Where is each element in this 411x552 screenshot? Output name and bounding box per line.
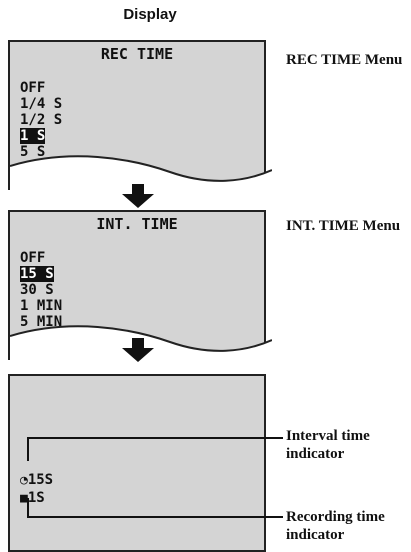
rec-time-menu-title: REC TIME [100, 45, 174, 63]
menu-item[interactable]: 1/2 S [20, 112, 63, 128]
int-time-menu-title: INT. TIME [96, 215, 178, 233]
menu-item[interactable]: 30 S [20, 282, 54, 298]
down-arrow-icon [122, 184, 154, 208]
int-time-screen: INT. TIME OFF 15 S 30 S 1 MIN 5 MIN [8, 210, 272, 360]
page-title: Display [123, 6, 177, 23]
callout-line [27, 437, 29, 461]
callout-line [27, 437, 283, 439]
menu-item[interactable]: 5 MIN [20, 314, 63, 330]
int-time-menu-list: OFF 15 S 30 S 1 MIN 5 MIN [20, 250, 62, 330]
interval-time-callout: Interval time indicator [286, 428, 370, 462]
menu-item-selected[interactable]: 1 S [20, 128, 46, 144]
display-screen: ◔15S ■1S [8, 374, 266, 552]
menu-item[interactable]: 1/4 S [20, 96, 63, 112]
menu-item[interactable]: OFF [20, 250, 46, 266]
rec-time-screen: REC TIME OFF 1/4 S 1/2 S 1 S 5 S [8, 40, 272, 190]
menu-item[interactable]: 5 S [20, 144, 46, 160]
callout-line [27, 516, 283, 518]
camera-icon: ■ [20, 491, 28, 506]
int-time-menu-label: INT. TIME Menu [286, 218, 401, 234]
callout-line [27, 498, 29, 516]
interval-time-indicator: ◔15S [20, 472, 54, 488]
down-arrow-icon [122, 338, 154, 362]
menu-item[interactable]: 1 MIN [20, 298, 63, 314]
recording-time-callout: Recording time indicator [286, 509, 385, 543]
menu-item[interactable]: OFF [20, 80, 46, 96]
menu-item-selected[interactable]: 15 S [20, 266, 54, 282]
rec-time-menu-list: OFF 1/4 S 1/2 S 1 S 5 S [20, 80, 62, 160]
timer-icon: ◔ [20, 473, 28, 488]
torn-edge [10, 155, 272, 190]
recording-time-indicator: ■1S [20, 490, 45, 506]
rec-time-menu-label: REC TIME Menu [286, 52, 403, 68]
